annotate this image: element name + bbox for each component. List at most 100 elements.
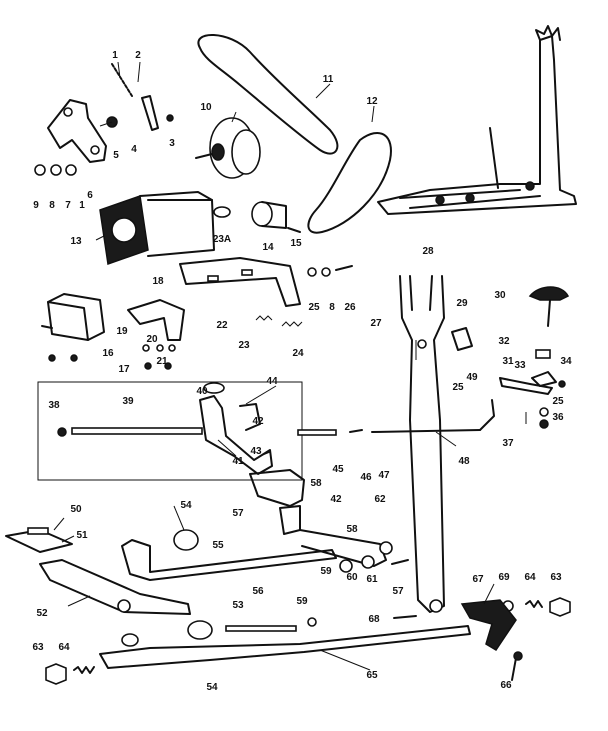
callout-c19: 19	[116, 326, 128, 337]
shaft-65	[99, 620, 471, 669]
callout-c4: 4	[131, 144, 137, 155]
callout-c50: 50	[70, 504, 82, 515]
callout-c65: 65	[366, 670, 378, 681]
callout-c60: 60	[346, 572, 358, 583]
callout-c52: 52	[36, 608, 48, 619]
callout-c40: 40	[196, 386, 208, 397]
callout-c36: 36	[552, 412, 564, 423]
callout-c15: 15	[290, 238, 302, 249]
callout-c54a: 54	[180, 500, 192, 511]
callout-c17: 17	[118, 364, 130, 375]
motor-bracket	[179, 257, 353, 307]
callout-c41: 41	[232, 456, 244, 467]
callout-c12: 12	[366, 96, 378, 107]
callout-c38: 38	[48, 400, 60, 411]
belts	[197, 34, 392, 234]
callout-c58b: 58	[346, 524, 358, 535]
callout-c43: 43	[250, 446, 262, 457]
callout-c22: 22	[216, 320, 228, 331]
callout-c47: 47	[378, 470, 390, 481]
callout-c11: 11	[323, 74, 334, 85]
knob-assembly	[451, 286, 570, 429]
callout-c5: 5	[113, 150, 119, 161]
shaft-56	[121, 539, 337, 581]
callout-c25c: 25	[552, 396, 564, 407]
callout-c1b: 1	[79, 200, 85, 211]
callout-c37: 37	[502, 438, 514, 449]
rods	[297, 399, 495, 436]
pulley	[195, 117, 261, 179]
callout-c63a: 63	[550, 572, 562, 583]
callout-c30: 30	[494, 290, 506, 301]
callout-c56: 56	[252, 586, 264, 597]
callout-c8b: 8	[329, 302, 335, 313]
callout-c25a: 25	[308, 302, 320, 313]
spring-53	[225, 617, 317, 632]
callout-c34: 34	[560, 356, 572, 367]
callout-c61: 61	[366, 574, 378, 585]
shaft-39	[57, 427, 203, 437]
callout-c24: 24	[292, 348, 304, 359]
callout-c21: 21	[156, 356, 168, 367]
callout-c69: 69	[498, 572, 510, 583]
callout-c32: 32	[498, 336, 510, 347]
callout-c53: 53	[232, 600, 244, 611]
callout-c23: 23	[238, 340, 250, 351]
callout-c49: 49	[466, 372, 478, 383]
callout-c67: 67	[472, 574, 484, 585]
callout-c48: 48	[458, 456, 470, 467]
callout-c16: 16	[102, 348, 114, 359]
callout-c31: 31	[502, 356, 514, 367]
callout-c64b: 64	[58, 642, 70, 653]
crank-41	[199, 382, 273, 475]
callout-c51: 51	[76, 530, 88, 541]
callout-c33: 33	[514, 360, 526, 371]
callout-c27: 27	[370, 318, 382, 329]
leader-lines	[53, 61, 495, 671]
callout-c8a: 8	[49, 200, 55, 211]
bolts	[45, 597, 571, 685]
callout-c1: 1	[112, 50, 118, 61]
callout-c18: 18	[152, 276, 164, 287]
callout-c62: 62	[374, 494, 386, 505]
callout-c55: 55	[212, 540, 224, 551]
callout-c14: 14	[262, 242, 274, 253]
callout-c46: 46	[360, 472, 372, 483]
callout-c2: 2	[135, 50, 141, 61]
callout-c64a: 64	[524, 572, 536, 583]
callout-c42b: 42	[330, 494, 342, 505]
lower-linkage	[173, 469, 409, 573]
springs	[255, 315, 303, 327]
callout-c45: 45	[332, 464, 344, 475]
callout-c26: 26	[344, 302, 356, 313]
control-block	[41, 293, 105, 362]
small-bracket	[127, 299, 185, 370]
callout-c63b: 63	[32, 642, 44, 653]
callout-c68: 68	[368, 614, 380, 625]
callout-c28: 28	[422, 246, 434, 257]
callout-c23a: 23A	[213, 234, 231, 245]
callout-c25b: 25	[452, 382, 464, 393]
callout-c20: 20	[146, 334, 158, 345]
cam-plate	[393, 599, 523, 681]
callout-c66: 66	[500, 680, 512, 691]
callout-c59b: 59	[296, 596, 308, 607]
callout-c7: 7	[65, 200, 71, 211]
callout-c58a: 58	[310, 478, 322, 489]
callout-c59a: 59	[320, 566, 332, 577]
callout-c44: 44	[266, 376, 278, 387]
treadle	[5, 527, 191, 615]
callout-c42a: 42	[252, 416, 264, 427]
motor	[99, 191, 231, 266]
callout-c9: 9	[33, 200, 39, 211]
callout-c54b: 54	[206, 682, 218, 693]
callout-c6: 6	[87, 190, 93, 201]
callout-c57b: 57	[392, 586, 404, 597]
callout-c57a: 57	[232, 508, 244, 519]
callout-c3: 3	[169, 138, 175, 149]
coupling	[251, 201, 301, 233]
main-lever	[399, 275, 445, 613]
callout-c13: 13	[70, 236, 82, 247]
